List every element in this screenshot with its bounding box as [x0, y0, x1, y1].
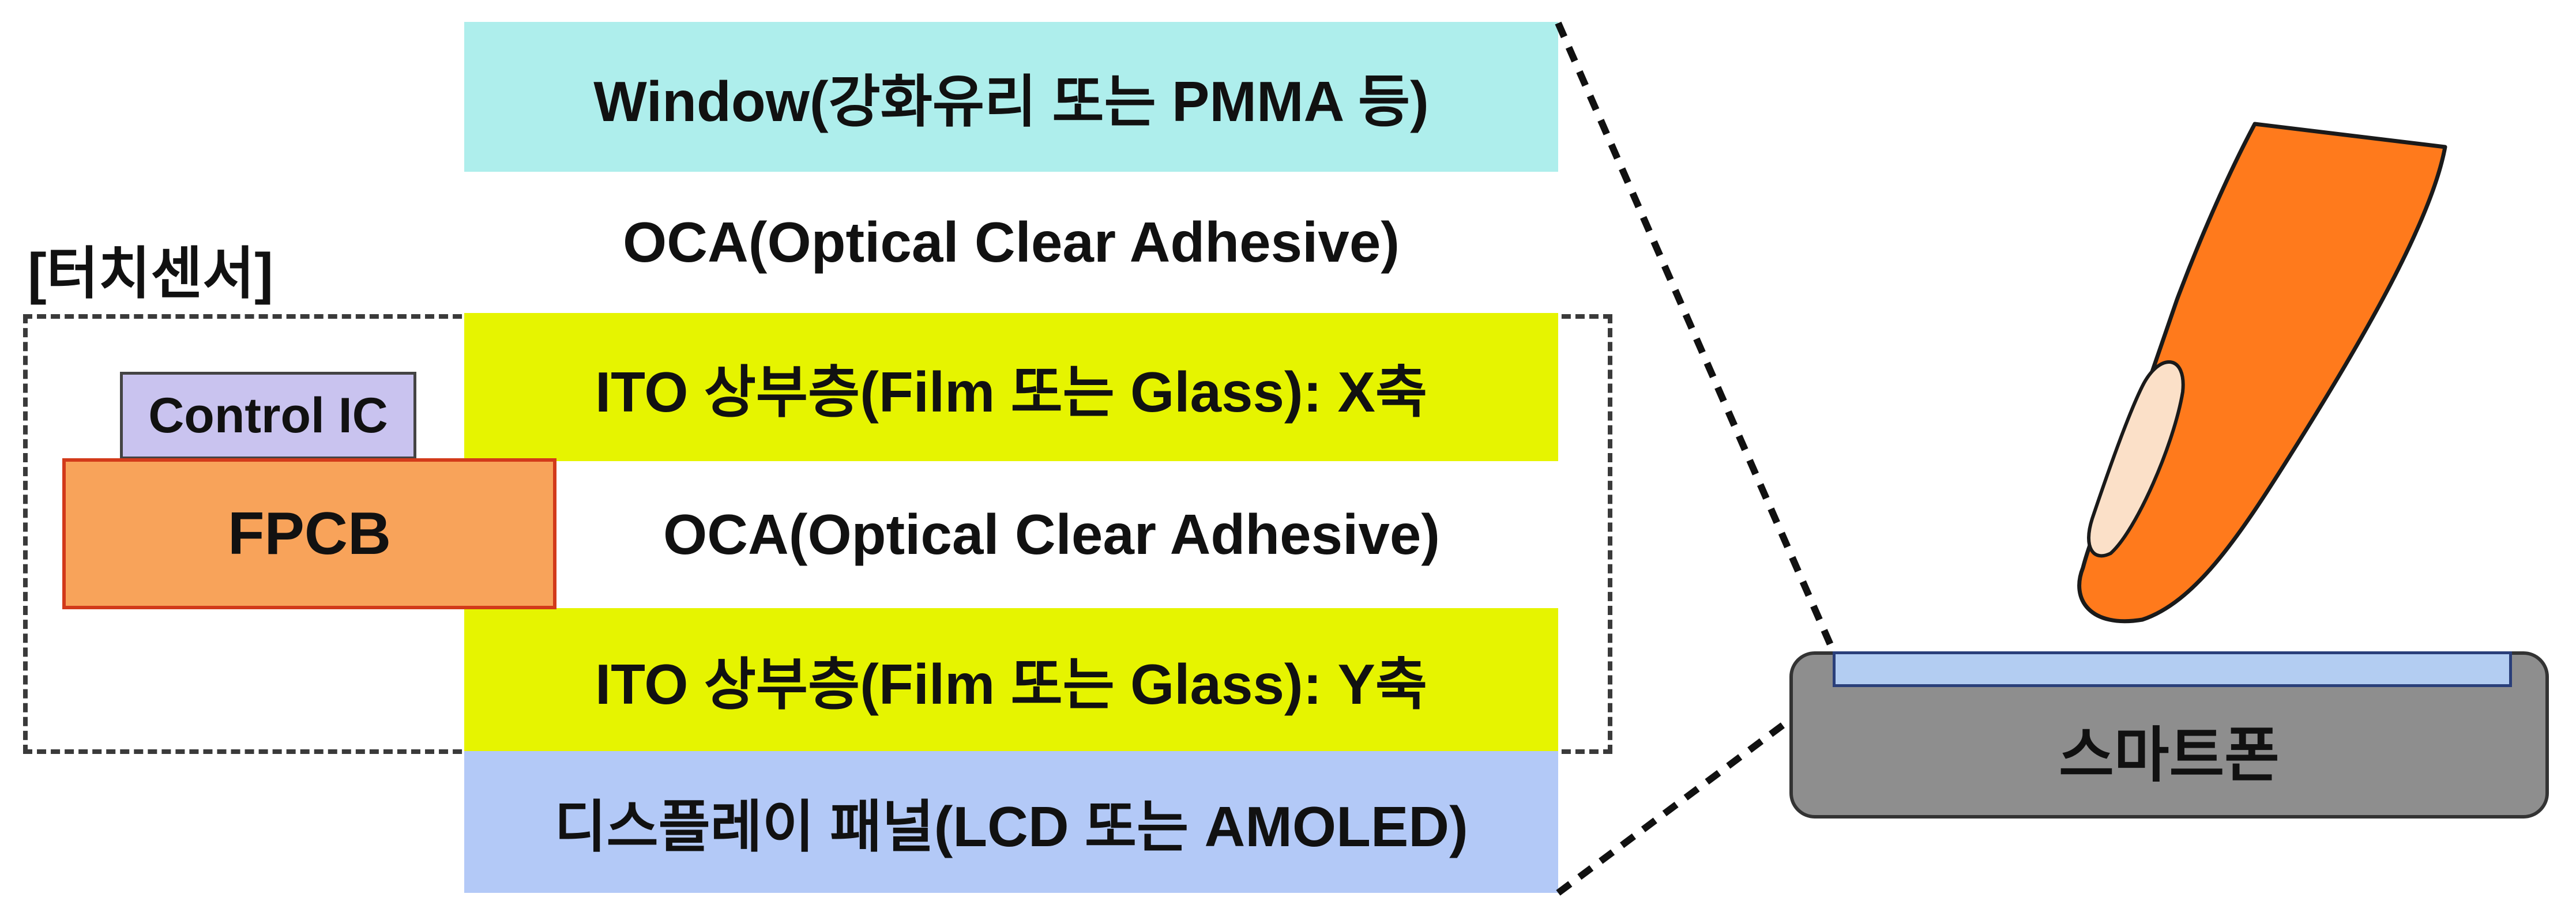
- finger-shape: [2077, 122, 2447, 624]
- fpcb-label: FPCB: [227, 500, 392, 567]
- layer-ito-y: ITO 상부층(Film 또는 Glass): Y축: [464, 608, 1558, 751]
- layer-ito-y-label: ITO 상부층(Film 또는 Glass): Y축: [595, 652, 1428, 716]
- control-ic-label: Control IC: [148, 387, 388, 443]
- smartphone-label: 스마트폰: [2059, 722, 2280, 789]
- control-ic-box: Control IC: [120, 372, 416, 459]
- layer-window-label: Window(강화유리 또는 PMMA 등): [593, 70, 1429, 133]
- layer-oca-top-label: OCA(Optical Clear Adhesive): [623, 210, 1400, 274]
- layer-display-panel: 디스플레이 패널(LCD 또는 AMOLED): [464, 751, 1558, 893]
- zoom-line-top: [1555, 21, 1837, 654]
- touch-sensor-label: [터치센서]: [28, 242, 273, 305]
- layer-ito-x-label: ITO 상부층(Film 또는 Glass): X축: [595, 360, 1428, 424]
- smartphone-screen: [1833, 651, 2512, 687]
- layer-ito-x: ITO 상부층(Film 또는 Glass): X축: [464, 313, 1558, 461]
- fpcb-box: FPCB: [62, 458, 556, 609]
- layer-display-panel-label: 디스플레이 패널(LCD 또는 AMOLED): [554, 795, 1468, 858]
- layer-oca-middle: OCA(Optical Clear Adhesive): [464, 461, 1558, 608]
- zoom-line-bottom: [1556, 684, 1836, 896]
- layer-oca-top: OCA(Optical Clear Adhesive): [464, 172, 1558, 313]
- layer-window: Window(강화유리 또는 PMMA 등): [464, 22, 1558, 172]
- layer-oca-middle-label: OCA(Optical Clear Adhesive): [663, 503, 1440, 566]
- finger-nail: [2087, 360, 2185, 558]
